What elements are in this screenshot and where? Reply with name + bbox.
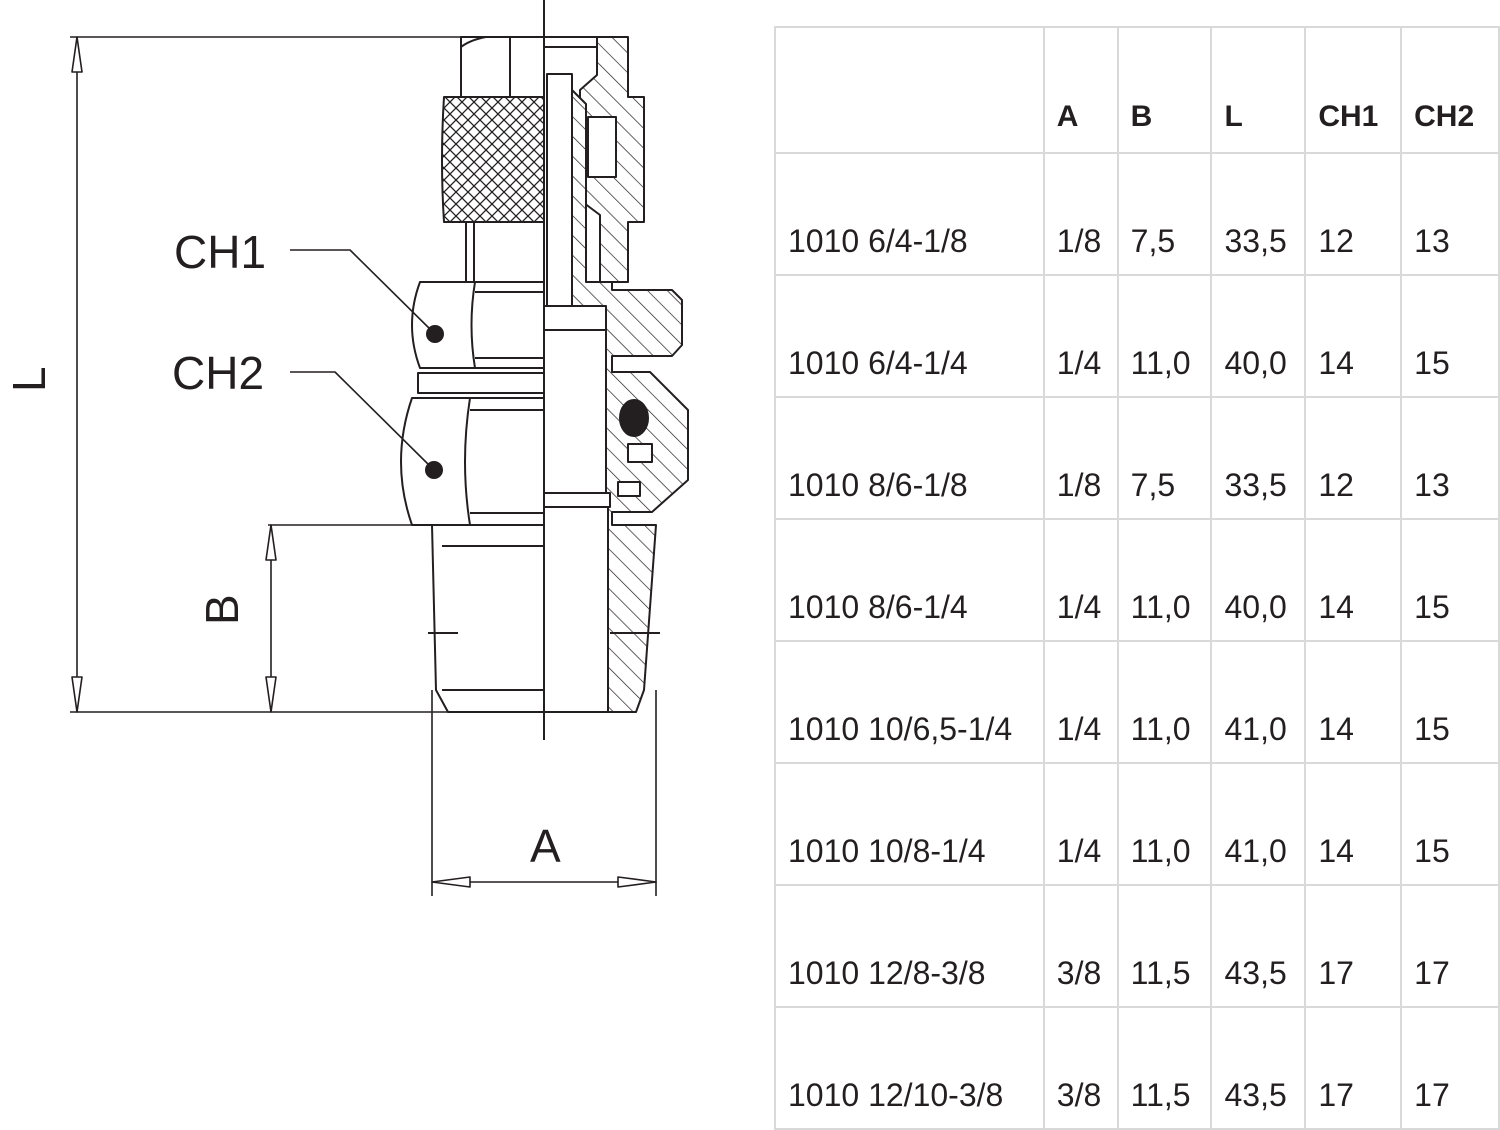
cell-ch2: 13 [1400,396,1500,520]
cell-ch1: 17 [1304,1006,1403,1130]
cell-b: 11,5 [1116,1006,1213,1130]
knurled-nut [441,96,545,223]
cell-ch1: 17 [1304,884,1403,1008]
hex-ch1 [411,281,545,369]
cell-ch1: 14 [1304,274,1403,398]
label-dim-l: L [3,366,55,392]
table-row: 1010 12/10-3/8 3/8 11,5 43,5 17 17 [774,1006,1500,1130]
cell-ch2: 17 [1400,1006,1500,1130]
cell-a: 1/8 [1042,396,1119,520]
cell-code: 1010 10/6,5-1/4 [774,640,1045,764]
cell-ch2: 15 [1400,762,1500,886]
table-row: 1010 8/6-1/4 1/4 11,0 40,0 14 15 [774,518,1500,642]
cell-a: 1/8 [1042,152,1119,276]
cell-l: 43,5 [1210,884,1307,1008]
cell-a: 3/8 [1042,884,1119,1008]
table-row: 1010 12/8-3/8 3/8 11,5 43,5 17 17 [774,884,1500,1008]
hex-ch2 [400,397,545,526]
dimension-a [431,690,657,896]
cell-code: 1010 8/6-1/4 [774,518,1045,642]
header-ch1: CH1 [1304,26,1403,154]
cell-b: 11,0 [1116,274,1213,398]
collar [417,372,545,394]
table-row: 1010 10/6,5-1/4 1/4 11,0 41,0 14 15 [774,640,1500,764]
fitting-technical-drawing: CH1 CH2 L B A [3,0,689,896]
cell-ch1: 12 [1304,396,1403,520]
cell-code: 1010 12/10-3/8 [774,1006,1045,1130]
cell-ch1: 14 [1304,518,1403,642]
cell-code: 1010 10/8-1/4 [774,762,1045,886]
cell-l: 33,5 [1210,396,1307,520]
cell-ch2: 15 [1400,640,1500,764]
cell-ch2: 15 [1400,274,1500,398]
cell-ch2: 17 [1400,884,1500,1008]
dimension-b [265,524,432,713]
dimension-l [70,36,544,713]
cell-code: 1010 8/6-1/8 [774,396,1045,520]
thread-exterior [428,524,545,713]
cell-ch2: 15 [1400,518,1500,642]
ch1-leader [290,249,436,335]
cell-ch1: 14 [1304,640,1403,764]
cell-ch2: 13 [1400,152,1500,276]
cell-l: 41,0 [1210,640,1307,764]
cell-code: 1010 12/8-3/8 [774,884,1045,1008]
header-b: B [1116,26,1213,154]
dimensions-table: A B L CH1 CH2 1010 6/4-1/8 1/8 7,5 33,5 … [774,26,1500,1130]
cell-a: 1/4 [1042,762,1119,886]
table-header-row: A B L CH1 CH2 [774,26,1500,154]
cell-code: 1010 6/4-1/4 [774,274,1045,398]
top-nut-exterior [460,36,545,98]
cell-b: 11,0 [1116,640,1213,764]
label-dim-a: A [530,820,561,872]
header-ch2: CH2 [1400,26,1500,154]
cell-code: 1010 6/4-1/8 [774,152,1045,276]
header-a: A [1042,26,1119,154]
cell-b: 7,5 [1116,152,1213,276]
ch2-leader [290,371,435,471]
table-row: 1010 8/6-1/8 1/8 7,5 33,5 12 13 [774,396,1500,520]
cell-b: 11,0 [1116,518,1213,642]
header-l: L [1210,26,1307,154]
table-row: 1010 6/4-1/4 1/4 11,0 40,0 14 15 [774,274,1500,398]
section-view [543,36,689,713]
cell-ch1: 12 [1304,152,1403,276]
cell-b: 7,5 [1116,396,1213,520]
cell-l: 40,0 [1210,518,1307,642]
table-row: 1010 6/4-1/8 1/8 7,5 33,5 12 13 [774,152,1500,276]
label-ch1: CH1 [174,226,266,278]
cell-a: 1/4 [1042,518,1119,642]
cell-b: 11,0 [1116,762,1213,886]
cell-l: 41,0 [1210,762,1307,886]
cell-a: 1/4 [1042,274,1119,398]
cell-b: 11,5 [1116,884,1213,1008]
cell-ch1: 14 [1304,762,1403,886]
neck-exterior [465,221,545,283]
label-ch2: CH2 [172,347,264,399]
table-row: 1010 10/8-1/4 1/4 11,0 41,0 14 15 [774,762,1500,886]
header-code [774,26,1045,154]
cell-a: 3/8 [1042,1006,1119,1130]
cell-l: 43,5 [1210,1006,1307,1130]
cell-a: 1/4 [1042,640,1119,764]
cell-l: 40,0 [1210,274,1307,398]
label-dim-b: B [196,594,248,625]
cell-l: 33,5 [1210,152,1307,276]
